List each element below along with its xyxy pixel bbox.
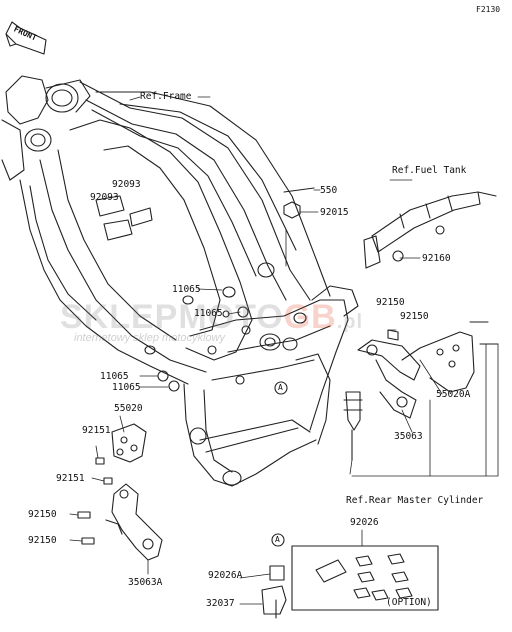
part-92150-left-b: 92150 [28,535,57,546]
part-11065-mid: 11065 [194,308,223,319]
watermark-brand: SKLEPMOTOGB.pl [60,298,364,336]
part-92151-a: 92151 [82,425,111,436]
ref-frame-label: Ref.Frame [140,91,192,102]
part-32037: 32037 [206,598,235,609]
part-92151-b: 92151 [56,473,85,484]
part-92093-upper: 92093 [112,179,141,190]
part-55020: 55020 [114,403,143,414]
frame-drawing [1,75,359,487]
part-35063: 35063 [394,431,423,442]
ref-fuel-tank-label: Ref.Fuel Tank [392,165,467,176]
part-92150-right-a: 92150 [376,297,405,308]
left-step-bracket [105,423,163,561]
callout-a-collar: A [275,535,280,544]
part-92160: 92160 [422,253,451,264]
part-11065-left-b: 11065 [112,382,141,393]
part-92026A: 92026A [208,570,243,581]
part-92150-right-b: 92150 [400,311,429,322]
part-550: 550 [320,185,338,196]
part-35063A: 35063A [128,577,163,588]
small-parts [77,187,315,619]
part-55020A: 55020A [436,389,471,400]
watermark-tagline: internetowy sklep motocyklowy [74,332,226,344]
option-kit-box [291,529,439,611]
part-92015: 92015 [320,207,349,218]
fuel-tank-bracket [363,191,497,269]
diagram-code: F2130 [476,5,501,14]
right-step-bracket [343,321,499,461]
ref-rear-master-label: Ref.Rear Master Cylinder [346,495,484,506]
part-92093-lower: 92093 [90,192,119,203]
callout-a-markers [271,381,288,547]
front-arrow-icon [5,21,47,55]
leader-lines [69,96,499,605]
option-label: (OPTION) [386,597,432,608]
part-92150-left-a: 92150 [28,509,57,520]
part-11065-left-a: 11065 [100,371,129,382]
part-92026: 92026 [350,517,379,528]
callout-a-frame: A [278,383,283,392]
part-11065-top: 11065 [172,284,201,295]
